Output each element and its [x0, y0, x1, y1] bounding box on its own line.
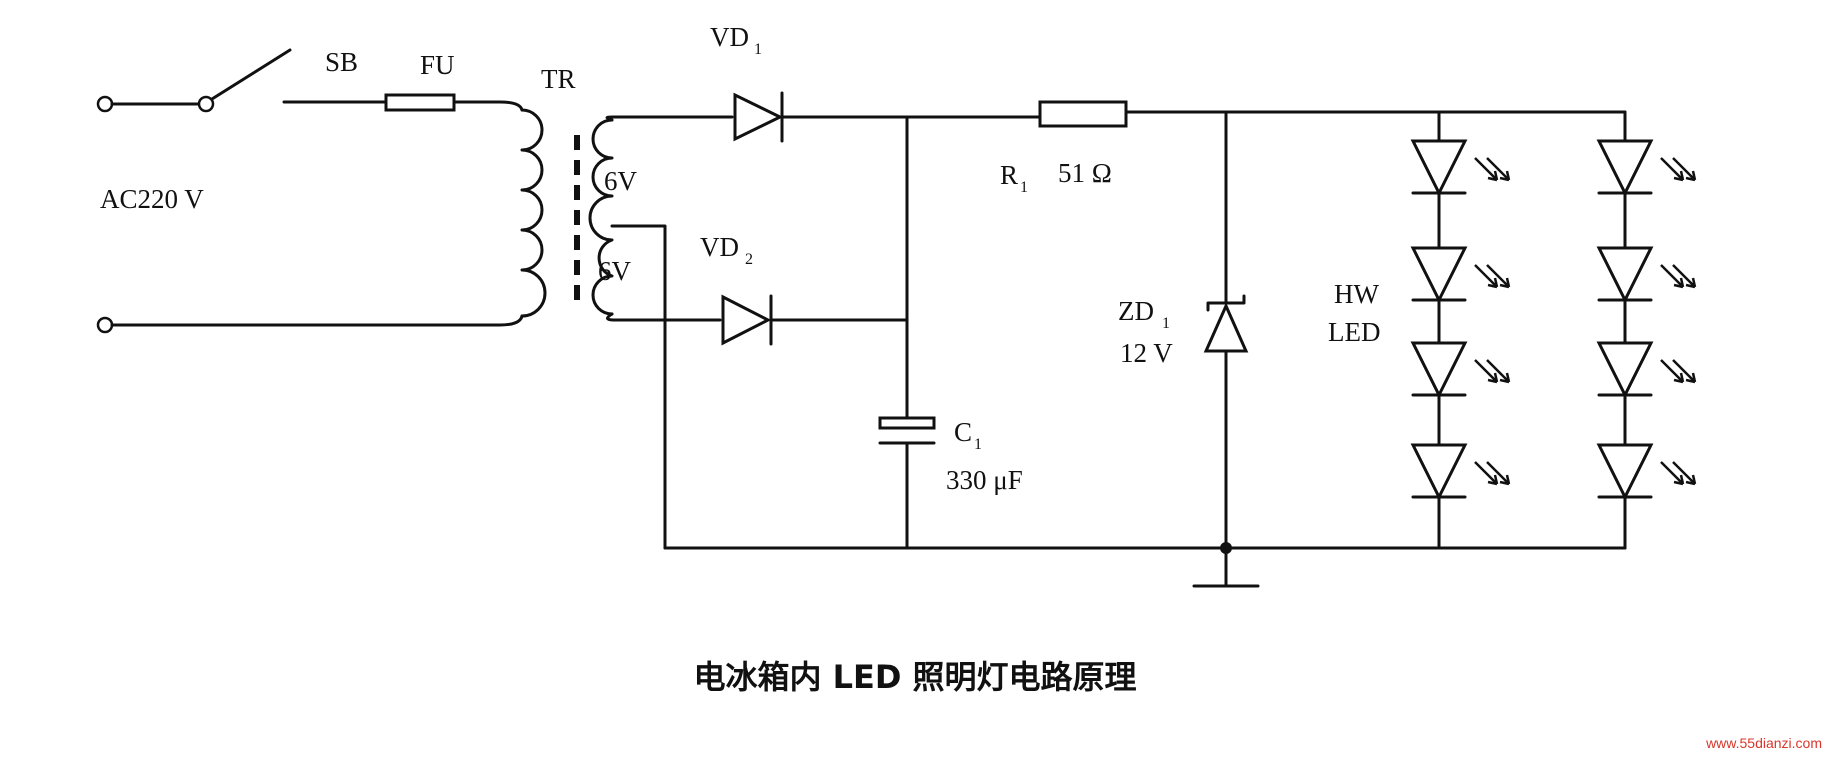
label-tr: TR [541, 64, 576, 94]
primary-winding [520, 108, 547, 318]
switch-pivot [197, 95, 215, 113]
label-c1-sub: 1 [974, 436, 982, 453]
switch-blade [210, 48, 292, 101]
led-3 [1410, 341, 1511, 399]
label-vd2: VD [700, 232, 739, 262]
led-string-left [1410, 110, 1511, 550]
led-string-right [1596, 110, 1697, 550]
label-vd1-sub: 1 [754, 41, 762, 58]
label-fu: FU [420, 50, 455, 80]
label-c1: C [954, 417, 972, 447]
led-7 [1596, 341, 1697, 399]
label-winding-bottom: 6V [598, 256, 632, 286]
label-zd1-value: 12 V [1120, 338, 1173, 368]
label-c1-value: 330 μF [946, 465, 1023, 495]
watermark: www.55dianzi.com [1705, 735, 1822, 751]
led-1 [1410, 139, 1511, 197]
terminal-bottom [96, 316, 114, 334]
label-r1: R [1000, 160, 1018, 190]
label-sb: SB [325, 47, 358, 77]
label-r1-sub: 1 [1020, 179, 1028, 196]
led-4 [1410, 443, 1511, 501]
capacitor-c1 [878, 416, 936, 445]
zener-zd1 [1203, 294, 1249, 353]
resistor-r1 [1038, 100, 1128, 128]
diode-vd1 [733, 91, 784, 143]
ground-node [1220, 542, 1232, 554]
transformer-tr [520, 108, 614, 318]
led-5 [1596, 139, 1697, 197]
diagram-caption: 电冰箱内 LED 照明灯电路原理 [693, 658, 1136, 696]
led-2 [1410, 246, 1511, 304]
label-vd1: VD [710, 22, 749, 52]
led-6 [1596, 246, 1697, 304]
switch-sb [197, 48, 292, 113]
secondary-winding [588, 118, 614, 316]
label-vd2-sub: 2 [745, 251, 753, 268]
diode-vd2 [721, 294, 773, 346]
terminal-top [96, 95, 114, 113]
fuse-body [384, 93, 456, 112]
label-zd1: ZD [1118, 296, 1154, 326]
label-r1-value: 51 Ω [1058, 158, 1112, 188]
input-terminals [96, 95, 200, 334]
fuse-fu [384, 93, 456, 112]
label-zd1-sub: 1 [1162, 315, 1170, 332]
label-input: AC220 V [100, 184, 204, 214]
label-led-line2: LED [1328, 317, 1380, 347]
label-led-line1: HW [1334, 279, 1379, 309]
led-8 [1596, 443, 1697, 501]
label-winding-top: 6V [604, 166, 638, 196]
